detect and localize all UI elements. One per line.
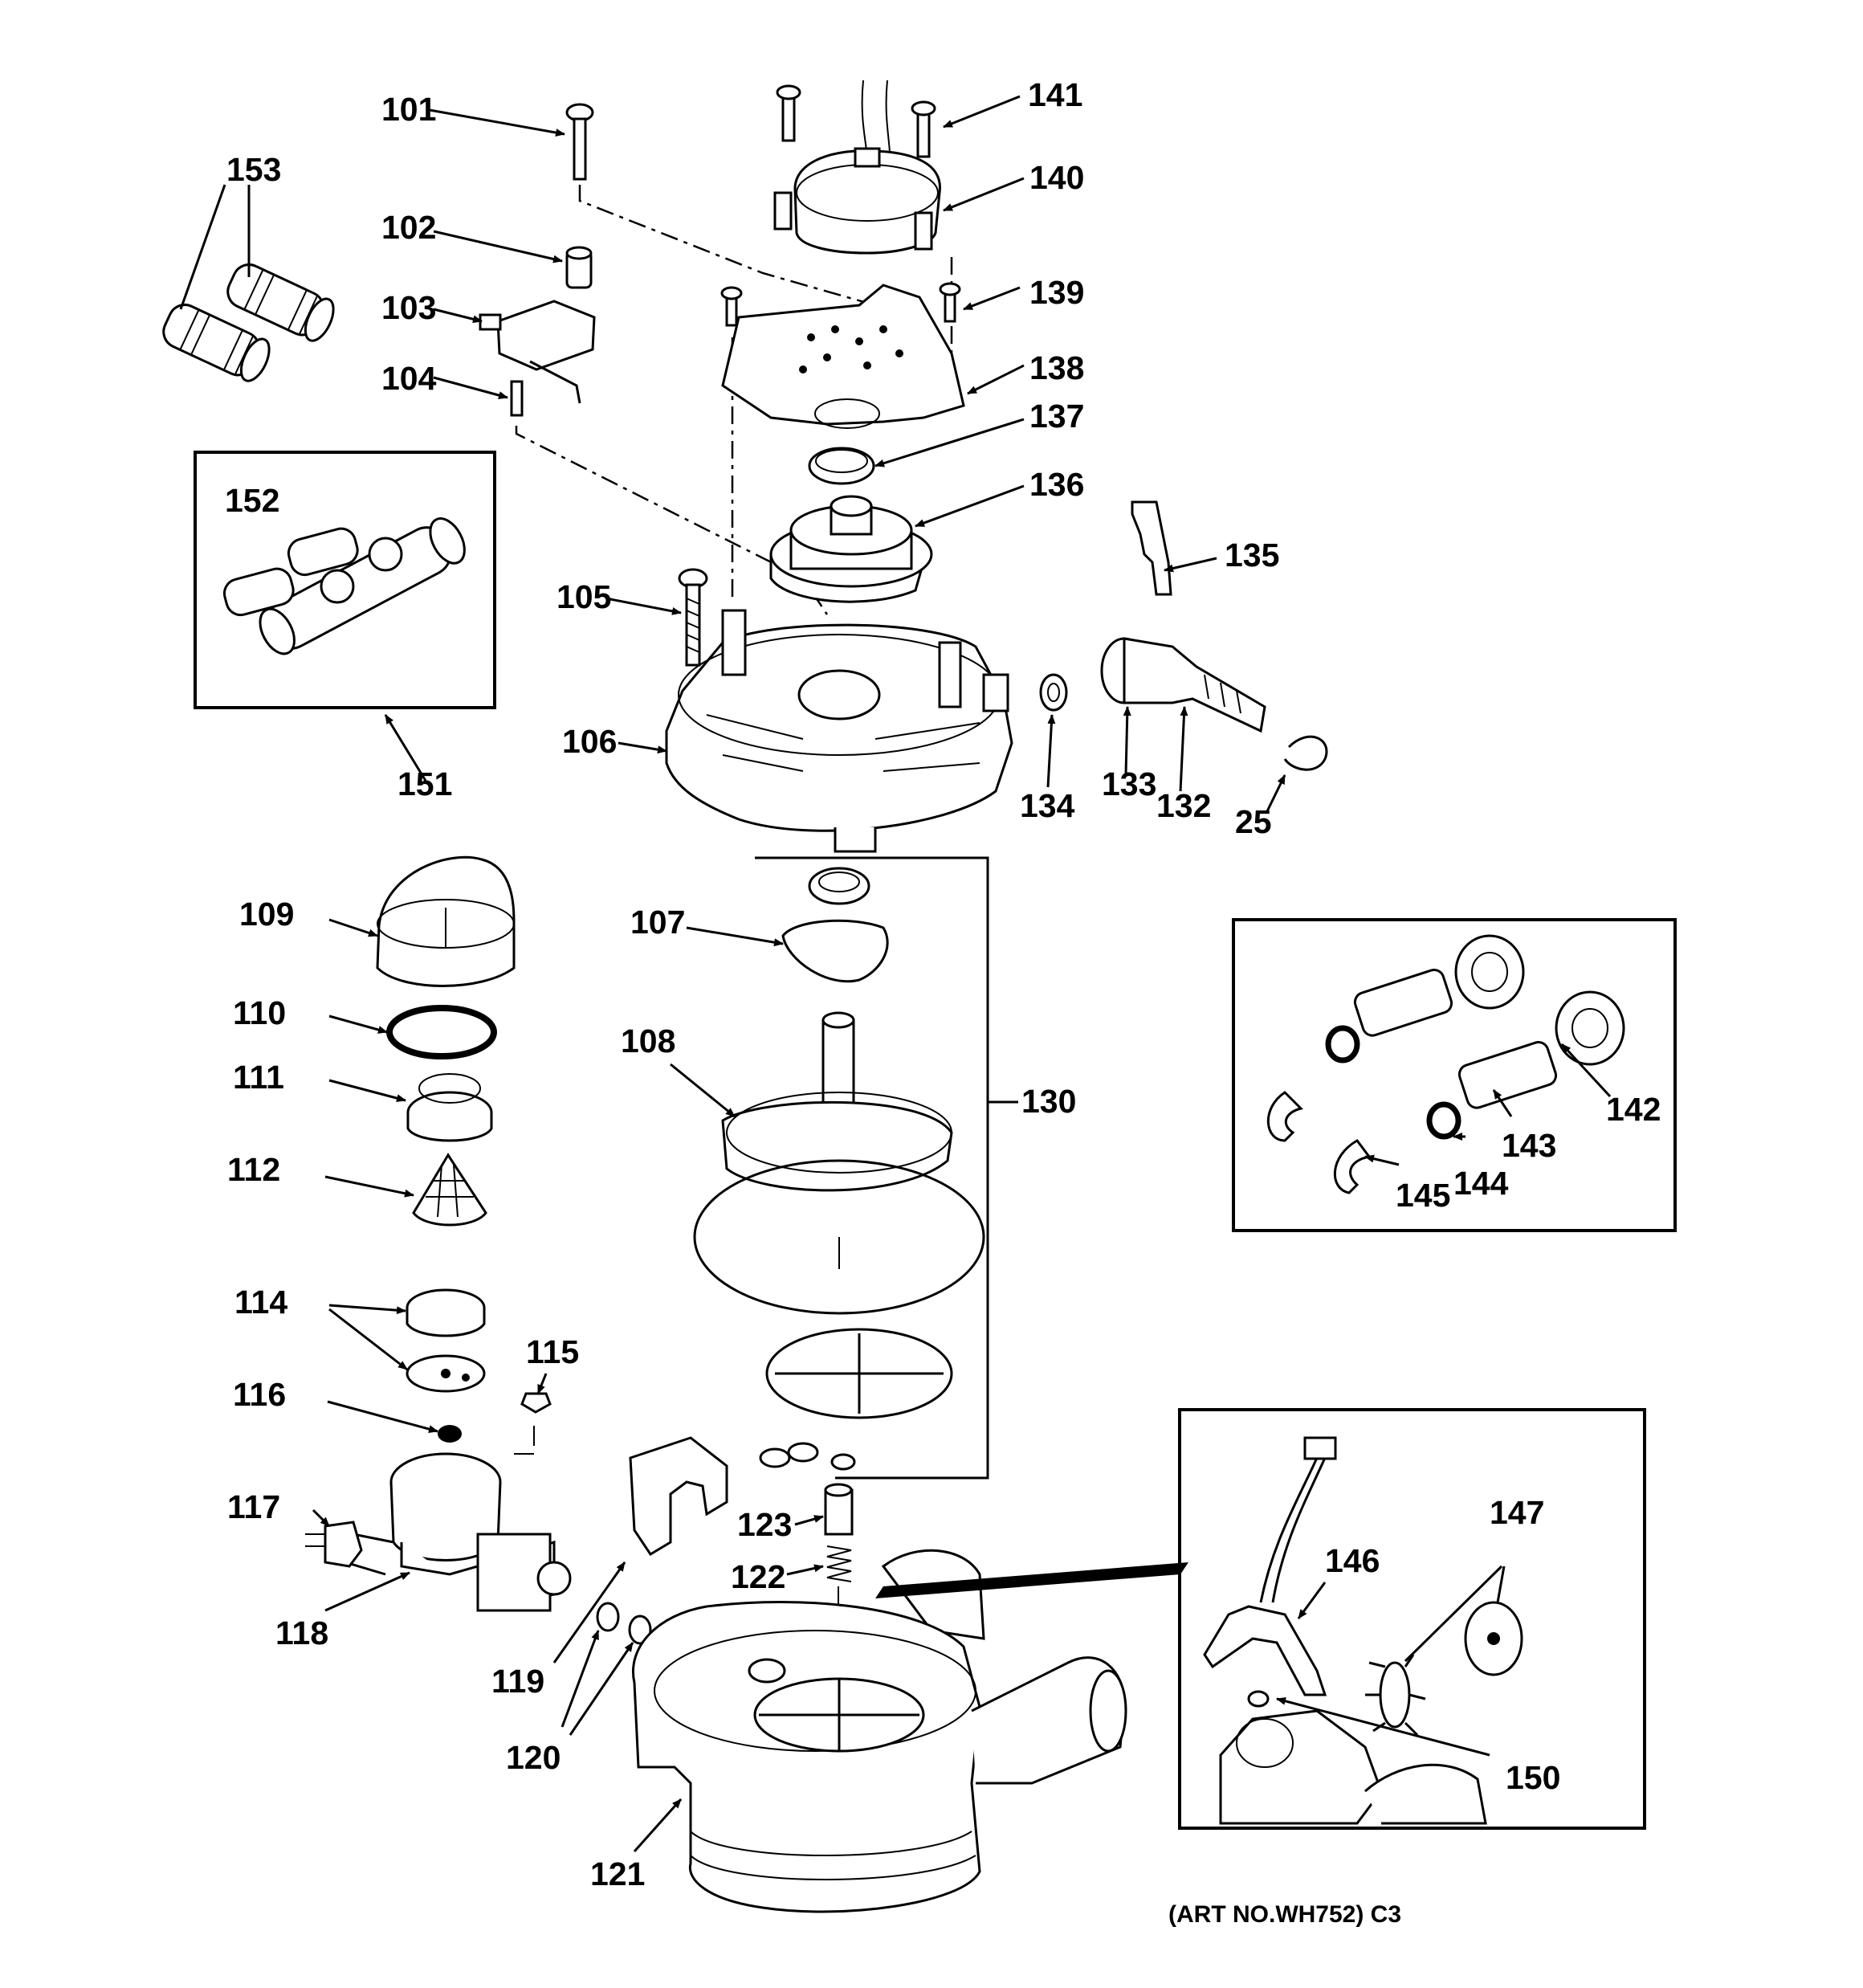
valve-body-part-121 [632, 1549, 1127, 1913]
label-122: 122 [731, 1558, 785, 1595]
label-132: 132 [1156, 787, 1211, 824]
label-114: 114 [234, 1284, 287, 1321]
label-109: 109 [239, 896, 294, 933]
label-143: 143 [1502, 1127, 1556, 1164]
screw-part-105 [678, 568, 708, 667]
sensor-inset-box [1178, 1408, 1646, 1830]
label-116: 116 [233, 1376, 286, 1413]
label-144: 144 [1453, 1165, 1509, 1202]
o-ring-part-110 [386, 1005, 497, 1059]
bypass-inset-box [194, 451, 496, 709]
label-105: 105 [556, 578, 611, 615]
nut-part-115 [520, 1392, 552, 1414]
cam-gear-part-136 [769, 495, 933, 603]
valve-body-detail [1219, 1709, 1487, 1825]
screw-part-101 [565, 103, 594, 181]
fitting-part-117 [305, 1521, 363, 1568]
label-110: 110 [233, 994, 286, 1031]
ring-part-137 [808, 447, 875, 485]
label-146: 146 [1325, 1542, 1380, 1579]
leader-lines [179, 95, 1612, 1852]
cap-part-109 [376, 855, 516, 987]
label-151: 151 [397, 765, 452, 802]
label-142: 142 [1606, 1091, 1661, 1128]
screw-part-139 [720, 282, 961, 327]
label-117: 117 [227, 1488, 280, 1525]
turbine-part-147 [1365, 1601, 1523, 1737]
label-150: 150 [1506, 1759, 1560, 1796]
seal-part-134 [1039, 673, 1068, 712]
label-140: 140 [1029, 159, 1084, 196]
brine-housing-part-118 [344, 1452, 572, 1612]
label-141: 141 [1028, 76, 1082, 113]
art-number: (ART NO.WH752) C3 [1168, 1901, 1401, 1928]
assembly-bracket-130 [755, 856, 989, 1480]
clip-part-25 [1283, 735, 1328, 771]
label-106: 106 [562, 723, 617, 760]
label-118: 118 [275, 1614, 328, 1651]
fitting-parts-142-145 [1266, 934, 1625, 1194]
fittings-inset-box [1232, 918, 1677, 1232]
label-104: 104 [381, 360, 437, 397]
spacer-part-102 [565, 246, 593, 289]
label-137: 137 [1029, 398, 1084, 435]
ring-part-111 [406, 1073, 493, 1142]
label-119: 119 [491, 1663, 544, 1700]
label-111: 111 [233, 1059, 284, 1096]
label-133: 133 [1102, 765, 1156, 802]
clip-part-135 [1131, 500, 1172, 596]
pin-part-104 [510, 380, 524, 417]
label-130: 130 [1021, 1083, 1076, 1120]
label-115: 115 [526, 1333, 579, 1370]
label-108: 108 [621, 1023, 675, 1059]
disk-part-114 [406, 1288, 486, 1393]
elbow-part-132-133 [1100, 637, 1266, 733]
valve-cover-part-106 [665, 609, 1013, 853]
label-103: 103 [381, 289, 436, 326]
label-123: 123 [737, 1506, 792, 1543]
label-135: 135 [1225, 537, 1279, 574]
coupling-part-153 [162, 263, 335, 382]
label-139: 139 [1029, 274, 1084, 311]
label-136: 136 [1029, 466, 1084, 503]
label-134: 134 [1020, 787, 1075, 824]
screen-part-112 [412, 1153, 487, 1227]
callout-labels: 101 141 153 140 102 139 103 138 104 137 … [225, 76, 1661, 1928]
label-152: 152 [225, 482, 279, 519]
seal-part-107 [781, 867, 889, 983]
screw-part-141 [776, 84, 936, 158]
o-ring-part [1247, 1690, 1270, 1708]
sensor-harness-part-146 [1203, 1436, 1337, 1696]
label-145: 145 [1396, 1177, 1450, 1214]
label-153: 153 [226, 151, 281, 188]
label-138: 138 [1029, 349, 1084, 386]
motor-part-140 [773, 80, 941, 255]
plug-part-123 [824, 1483, 854, 1536]
piston-part-108 [693, 1011, 985, 1315]
bypass-valve-part-152 [222, 517, 466, 655]
disk-part [759, 1328, 953, 1471]
label-120: 120 [506, 1739, 561, 1776]
seal-part-116 [438, 1425, 462, 1443]
label-107: 107 [630, 904, 685, 941]
label-101: 101 [381, 91, 436, 128]
spring-part-122 [826, 1545, 852, 1582]
label-25: 25 [1235, 803, 1272, 840]
label-102: 102 [381, 209, 436, 246]
label-112: 112 [227, 1151, 280, 1188]
o-ring-part-120 [596, 1602, 652, 1645]
plate-part-138 [721, 284, 965, 429]
label-121: 121 [590, 1855, 645, 1892]
clip-part-119 [629, 1436, 728, 1557]
label-147: 147 [1490, 1494, 1544, 1531]
switch-part-103 [479, 300, 596, 404]
